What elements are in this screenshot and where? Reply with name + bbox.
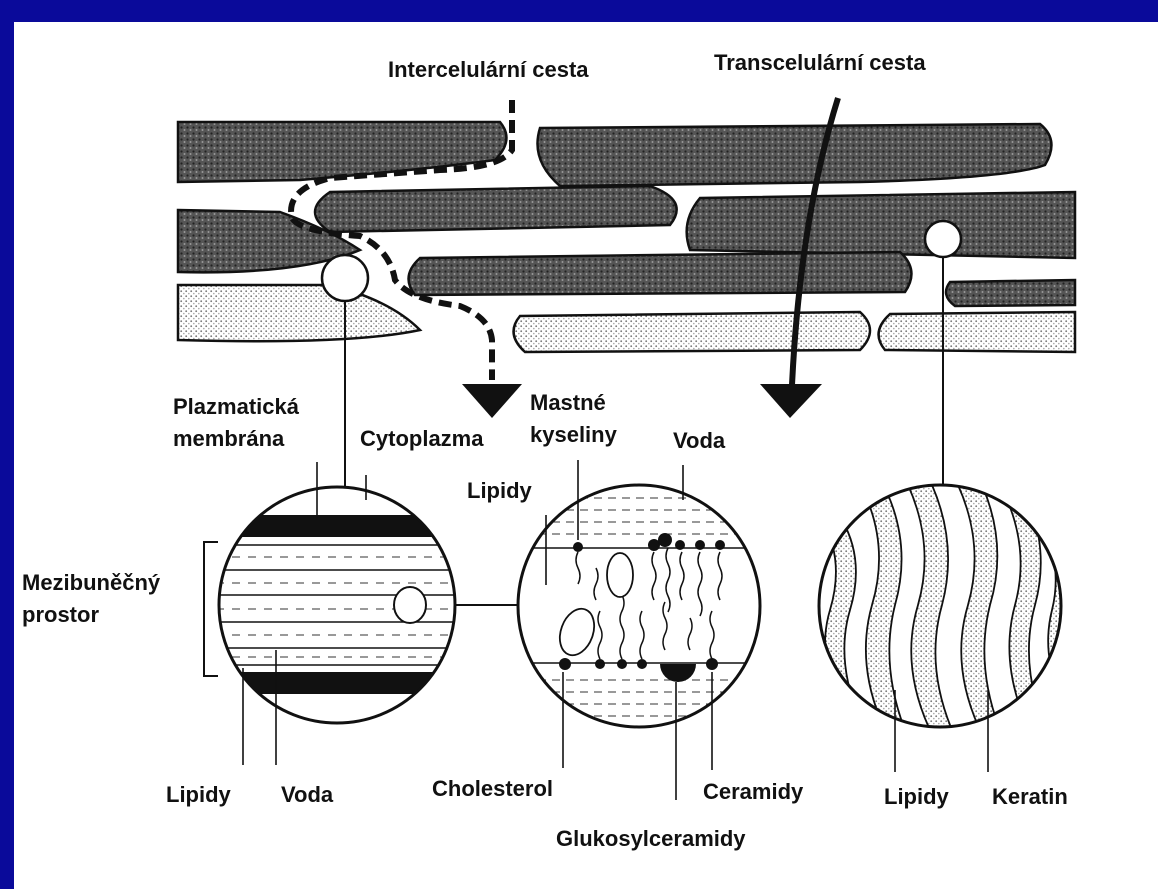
label-cholesterol: Cholesterol [432,776,553,801]
transcellular-path-arrowhead [760,384,822,418]
label-intercellular-path: Intercelulární cesta [388,57,589,82]
label-water-middle: Voda [673,428,726,453]
label-plasma-membrane-line1: Plazmatická [173,394,300,419]
corneocyte [879,312,1075,352]
label-lipids-middle: Lipidy [467,478,533,503]
corneocyte [178,122,506,182]
label-fatty-acids-line2: kyseliny [530,422,618,447]
label-plasma-membrane-line2: membrána [173,426,285,451]
label-cytoplasm: Cytoplazma [360,426,484,451]
label-intercellular-space-line2: prostor [22,602,99,627]
label-ceramides: Ceramidy [703,779,804,804]
label-lipids-left: Lipidy [166,782,232,807]
zoom-circle-keratin [819,485,1070,730]
zoom-marker-left [322,255,368,301]
label-transcellular-path: Transcelulární cesta [714,50,926,75]
label-water-left: Voda [281,782,334,807]
zoom-circle-lipid-bilayer [510,485,770,727]
label-glucosylceramides: Glukosylceramidy [556,826,746,851]
corneocyte [946,280,1075,306]
corneocyte [538,124,1052,186]
label-fatty-acids-line1: Mastné [530,390,606,415]
corneocyte [315,186,677,232]
corneocyte [687,192,1075,258]
label-intercellular-space-line1: Mezibuněčný [22,570,161,595]
label-keratin: Keratin [992,784,1068,809]
intercellular-space-bracket [204,542,218,676]
zoom-circle-membrane [200,487,520,723]
intercellular-path-arrowhead [462,384,522,418]
corneocyte [178,285,420,341]
zoom-marker-right [925,221,961,257]
label-lipids-right: Lipidy [884,784,950,809]
corneocyte [409,252,912,295]
corneocyte [514,312,870,352]
